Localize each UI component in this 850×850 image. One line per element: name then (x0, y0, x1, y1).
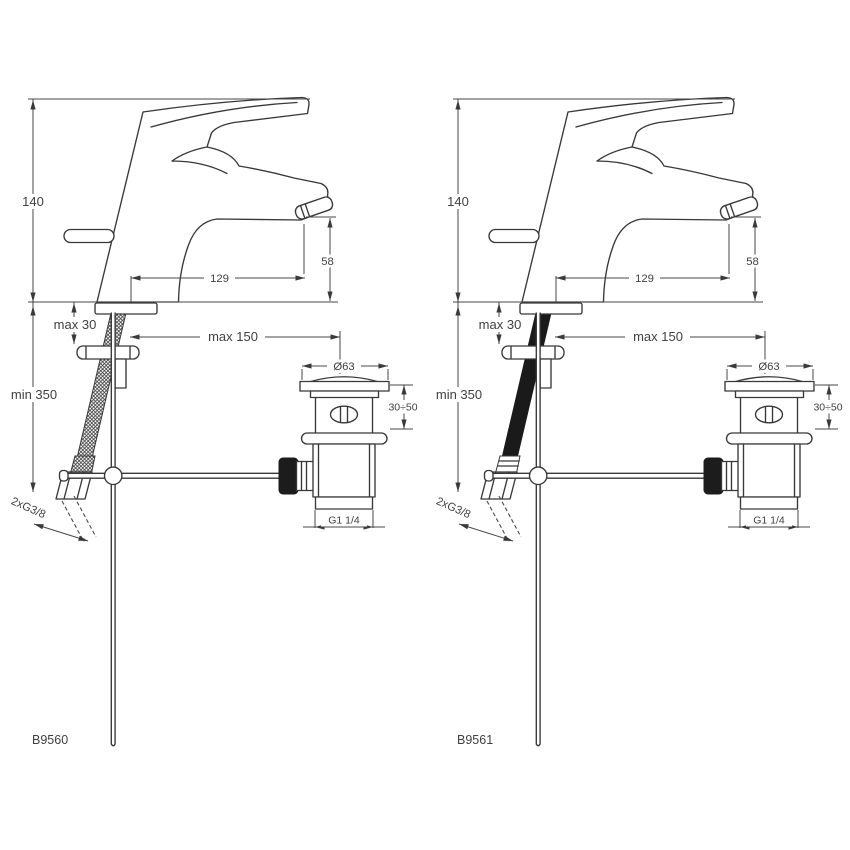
dim-height-label: 140 (22, 194, 44, 209)
dim-waste-thread-label: G1 1/4 (753, 515, 785, 527)
hose-collar (69, 455, 96, 474)
dim-reach-label: 129 (210, 273, 229, 285)
dim-inlet-thread-label: 2xG3/8 (9, 495, 47, 521)
dim-waste-thread-label: G1 1/4 (328, 515, 360, 527)
dim-deck-max-label: max 30 (479, 317, 522, 332)
dim-reach-label: 129 (635, 273, 654, 285)
labels-b9560: 140 min 350 max 30 129 58 max 150 Ø63 30… (6, 194, 420, 747)
dim-waste-diameter-label: Ø63 (333, 361, 354, 373)
dim-outlet-height-label: 58 (746, 256, 759, 268)
hose-collar (494, 455, 521, 474)
dim-waste-range-label: 30÷50 (388, 402, 417, 414)
product-code: B9561 (457, 733, 493, 747)
product-code: B9560 (32, 733, 68, 747)
dim-rod-max-label: max 150 (633, 329, 683, 344)
labels-b9561: 140 min 350 max 30 129 58 max 150 Ø63 30… (431, 194, 845, 747)
dim-hose-min-label: min 350 (11, 387, 57, 402)
dim-outlet-height-label: 58 (321, 256, 334, 268)
dim-waste-range-label: 30÷50 (813, 402, 842, 414)
dim-height-label: 140 (447, 194, 469, 209)
dim-deck-max-label: max 30 (54, 317, 97, 332)
dim-hose-min-label: min 350 (436, 387, 482, 402)
dim-inlet-thread-label: 2xG3/8 (434, 495, 472, 521)
figure-b9561: 140 min 350 max 30 129 58 max 150 Ø63 30… (431, 96, 845, 747)
figure-b9560: 140 min 350 max 30 129 58 max 150 Ø63 30… (6, 96, 420, 747)
dim-waste-diameter-label: Ø63 (758, 361, 779, 373)
dim-rod-max-label: max 150 (208, 329, 258, 344)
